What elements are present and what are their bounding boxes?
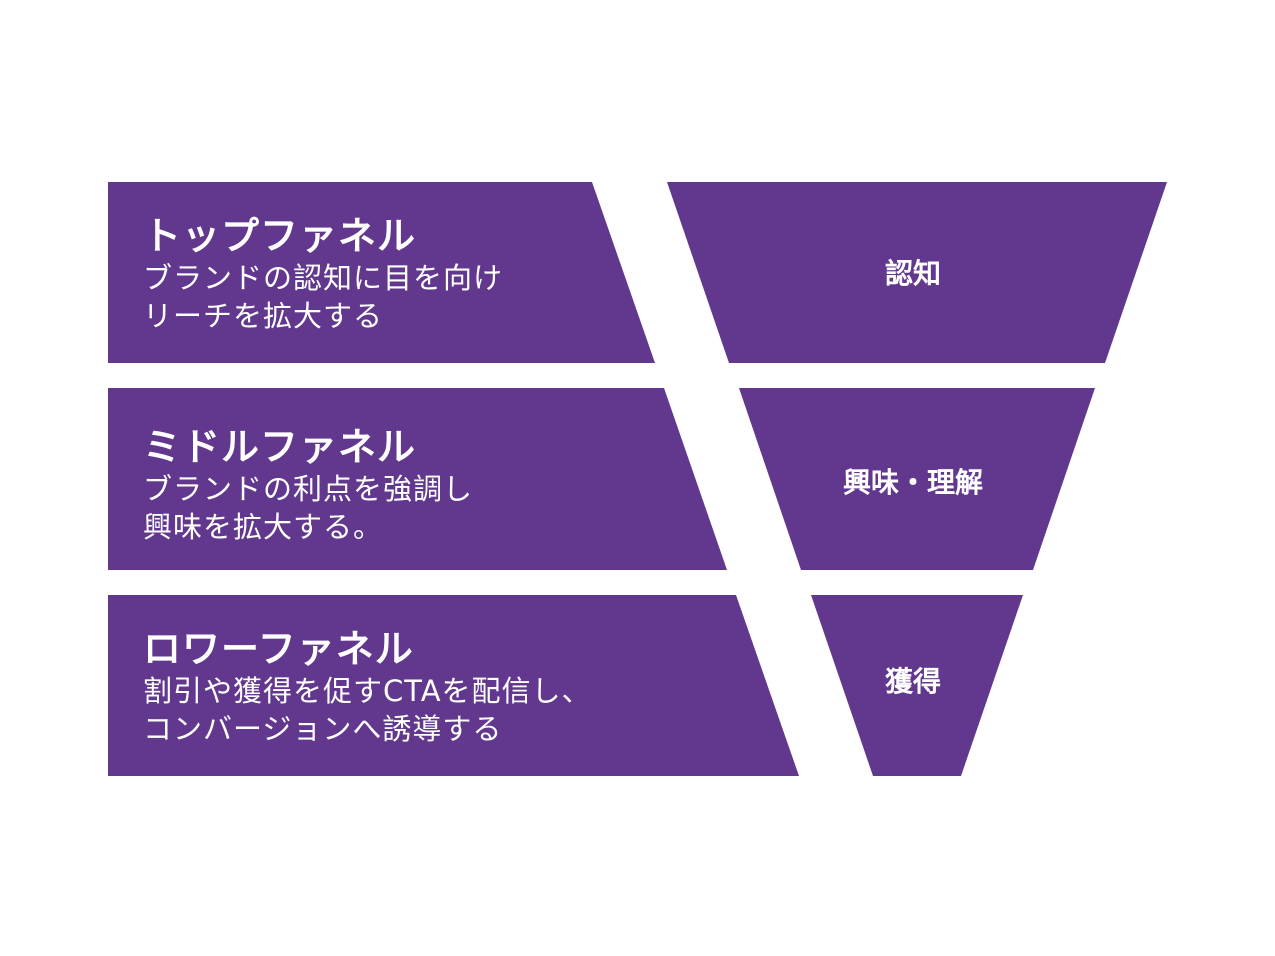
funnel-label-interest: 興味・理解	[842, 466, 983, 499]
funnel-segment-acquisition	[811, 595, 1023, 776]
funnel-label-acquisition: 獲得	[884, 665, 941, 698]
lower-funnel-title: ロワーファネル	[143, 627, 414, 671]
middle-funnel-label: ミドルファネル ブランドの利点を強調し 興味を拡大する。	[143, 424, 473, 546]
middle-funnel-band	[108, 388, 727, 570]
lower-funnel-desc-line2: コンバージョンへ誘導する	[143, 712, 503, 746]
lower-funnel-desc-line1: 割引や獲得を促すCTAを配信し、	[143, 674, 592, 708]
funnel-segment-awareness	[667, 182, 1167, 363]
top-funnel-band	[108, 182, 655, 363]
lower-funnel-label: ロワーファネル 割引や獲得を促すCTAを配信し、 コンバージョンへ誘導する	[143, 626, 592, 748]
middle-funnel-title: ミドルファネル	[143, 425, 417, 469]
top-funnel-desc-line1: ブランドの認知に目を向け	[143, 261, 504, 295]
middle-funnel-desc-line2: 興味を拡大する。	[143, 510, 384, 544]
funnel-label-awareness: 認知	[884, 257, 941, 290]
lower-funnel-band	[108, 595, 799, 776]
top-funnel-desc-line2: リーチを拡大する	[143, 299, 384, 333]
funnel-segment-interest	[739, 388, 1095, 570]
top-funnel-label: トップファネル ブランドの認知に目を向け リーチを拡大する	[143, 213, 503, 335]
middle-funnel-desc-line1: ブランドの利点を強調し	[143, 472, 474, 506]
top-funnel-title: トップファネル	[143, 214, 417, 258]
